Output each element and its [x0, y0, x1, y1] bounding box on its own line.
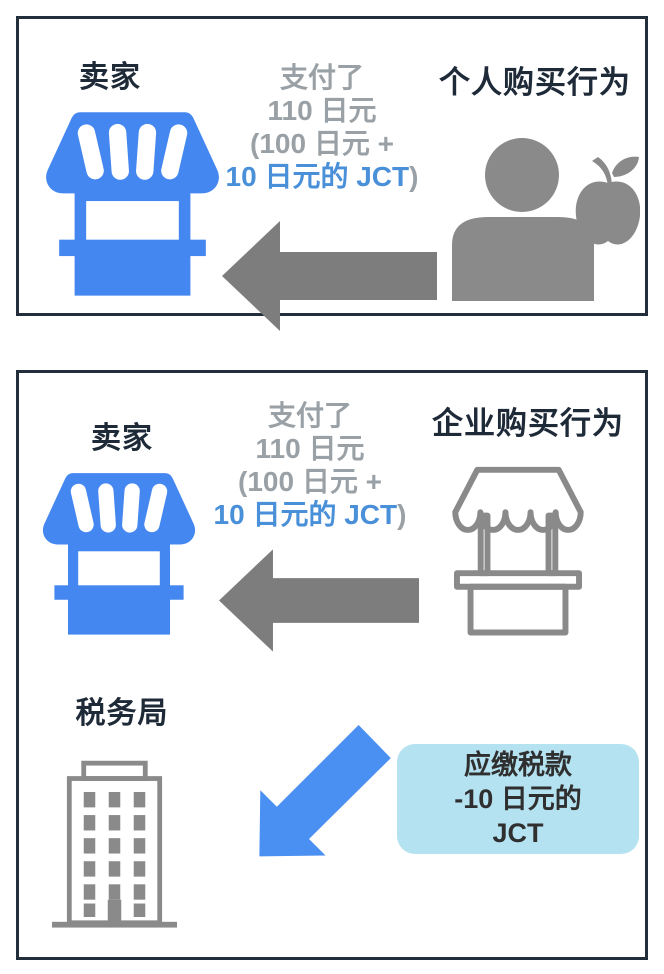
payment-line-4: 10 日元的 JCT) [225, 161, 419, 192]
business-purchase-panel: 卖家 企业购买行为 支付了 110 日元 (100 日元 + 10 日元的 JC… [16, 370, 648, 960]
tax-due-line-1: 应缴税款 [464, 750, 572, 780]
seller-stall-icon [46, 112, 219, 296]
payment-arrow-icon [219, 549, 419, 652]
payment-line-4: 10 日元的 JCT) [213, 499, 407, 530]
tax-due-line-2: -10 日元的 [454, 784, 582, 814]
seller-heading: 卖家 [91, 422, 153, 455]
tax-due-callout: 应缴税款 -10 日元的 JCT [397, 744, 639, 854]
payment-text: 支付了 110 日元 (100 日元 + 10 日元的 JCT) [226, 61, 419, 193]
seller-heading: 卖家 [79, 61, 141, 94]
person-icon [452, 138, 640, 301]
apple-icon [575, 156, 640, 245]
payment-line-1: 支付了 [279, 62, 364, 93]
seller-stall-icon [42, 473, 196, 635]
tax-office-heading: 税务局 [75, 697, 169, 730]
business-buyer-heading: 企业购买行为 [432, 406, 624, 441]
payment-line-3: (100 日元 + [250, 128, 394, 159]
business-stall-icon [452, 466, 584, 636]
individual-buyer-heading: 个人购买行为 [439, 65, 631, 100]
payment-arrow-icon [222, 221, 437, 331]
tax-payment-arrow-icon [259, 725, 391, 857]
tax-due-line-3: JCT [492, 818, 544, 848]
payment-line-3: (100 日元 + [238, 466, 382, 497]
payment-line-1: 支付了 [267, 400, 352, 431]
payment-text: 支付了 110 日元 (100 日元 + 10 日元的 JCT) [214, 399, 407, 531]
payment-line-2: 110 日元 [255, 433, 365, 464]
tax-office-building-icon [52, 760, 177, 928]
payment-line-2: 110 日元 [267, 95, 377, 126]
individual-purchase-panel: 卖家 个人购买行为 支付了 110 日元 (100 日元 + 10 日元的 JC… [16, 16, 648, 331]
